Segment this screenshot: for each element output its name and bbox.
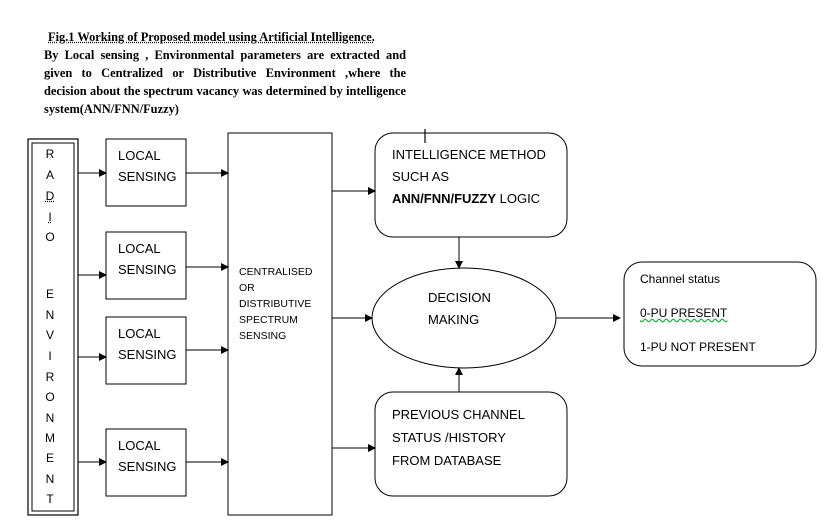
- intelligence-method-label: INTELLIGENCE METHOD SUCH AS ANN/FNN/FUZZ…: [392, 144, 546, 210]
- local-sensing-line1: LOCAL: [118, 326, 161, 341]
- local-sensing-box-2: [105, 231, 187, 300]
- channel-status-title: Channel status: [640, 272, 721, 286]
- radio-letter: T: [46, 492, 54, 506]
- radio-environment-inner-border: [31, 142, 75, 512]
- local-sensing-box-3: [105, 316, 187, 385]
- spectrum-line1: CENTRALISED: [239, 266, 313, 278]
- local-sensing-line1: LOCAL: [118, 148, 161, 163]
- radio-letter: N: [45, 411, 55, 425]
- local-sensing-box-1: [105, 138, 187, 207]
- radio-letter: R: [45, 370, 55, 384]
- radio-letter: I: [48, 210, 52, 224]
- intelligence-methods-rest: LOGIC: [496, 191, 541, 206]
- channel-status-label: Channel status 0-PU PRESENT 1-PU NOT PRE…: [640, 272, 756, 354]
- spectrum-line4: SPECTRUM: [239, 314, 298, 326]
- radio-letter: M: [45, 431, 55, 445]
- radio-letter: O: [45, 230, 55, 244]
- radio-letter: O: [45, 390, 55, 404]
- previous-line2: STATUS /HISTORY: [392, 430, 506, 445]
- intelligence-method-box: [374, 132, 568, 238]
- figure-title: Fig.1 Working of Proposed model using Ar…: [48, 30, 375, 44]
- decision-making-label: DECISION MAKING: [428, 287, 491, 331]
- channel-status-item-1: 1-PU NOT PRESENT: [640, 340, 756, 354]
- local-sensing-line2: SENSING: [118, 262, 177, 277]
- local-sensing-line2: SENSING: [118, 459, 177, 474]
- intelligence-line3: ANN/FNN/FUZZY LOGIC: [392, 188, 546, 210]
- previous-channel-label: PREVIOUS CHANNEL STATUS /HISTORY FROM DA…: [392, 403, 525, 472]
- radio-letter: N: [45, 308, 55, 322]
- decision-line2: MAKING: [428, 312, 480, 327]
- radio-letter: A: [45, 168, 54, 182]
- channel-status-item-0: 0-PU PRESENT: [640, 306, 728, 320]
- radio-letter: E: [45, 287, 54, 301]
- local-sensing-label-1: LOCAL SENSING: [118, 145, 177, 187]
- spectrum-sensing-label: CENTRALISED OR DISTRIBUTIVE SPECTRUM SEN…: [239, 264, 313, 344]
- channel-status-box: [623, 261, 817, 367]
- local-sensing-line1: LOCAL: [118, 241, 161, 256]
- spectrum-line5: SENSING: [239, 330, 287, 342]
- radio-letter: D: [45, 189, 55, 203]
- intelligence-methods-bold: ANN/FNN/FUZZY: [392, 191, 496, 206]
- spectrum-line3: DISTRIBUTIVE: [239, 298, 312, 310]
- local-sensing-box-4: [105, 428, 187, 497]
- radio-environment-box: [27, 138, 79, 516]
- local-sensing-line2: SENSING: [118, 347, 177, 362]
- radio-letter: N: [45, 472, 55, 486]
- radio-letter: E: [45, 451, 54, 465]
- intelligence-line1: INTELLIGENCE METHOD: [392, 147, 546, 162]
- spectrum-sensing-box: [227, 132, 333, 516]
- figure-caption: Fig.1 Working of Proposed model using Ar…: [44, 28, 406, 118]
- radio-letter: V: [45, 328, 54, 342]
- decision-line1: DECISION: [428, 290, 491, 305]
- spectrum-line2: OR: [239, 282, 255, 294]
- figure-description: By Local sensing , Environmental paramet…: [44, 48, 406, 116]
- local-sensing-line1: LOCAL: [118, 438, 161, 453]
- radio-letter: I: [48, 349, 52, 363]
- local-sensing-label-4: LOCAL SENSING: [118, 435, 177, 477]
- local-sensing-label-2: LOCAL SENSING: [118, 238, 177, 280]
- local-sensing-label-3: LOCAL SENSING: [118, 323, 177, 365]
- previous-line1: PREVIOUS CHANNEL: [392, 407, 525, 422]
- local-sensing-line2: SENSING: [118, 169, 177, 184]
- previous-line3: FROM DATABASE: [392, 453, 502, 468]
- intelligence-line2: SUCH AS: [392, 169, 450, 184]
- radio-letter: R: [45, 147, 55, 161]
